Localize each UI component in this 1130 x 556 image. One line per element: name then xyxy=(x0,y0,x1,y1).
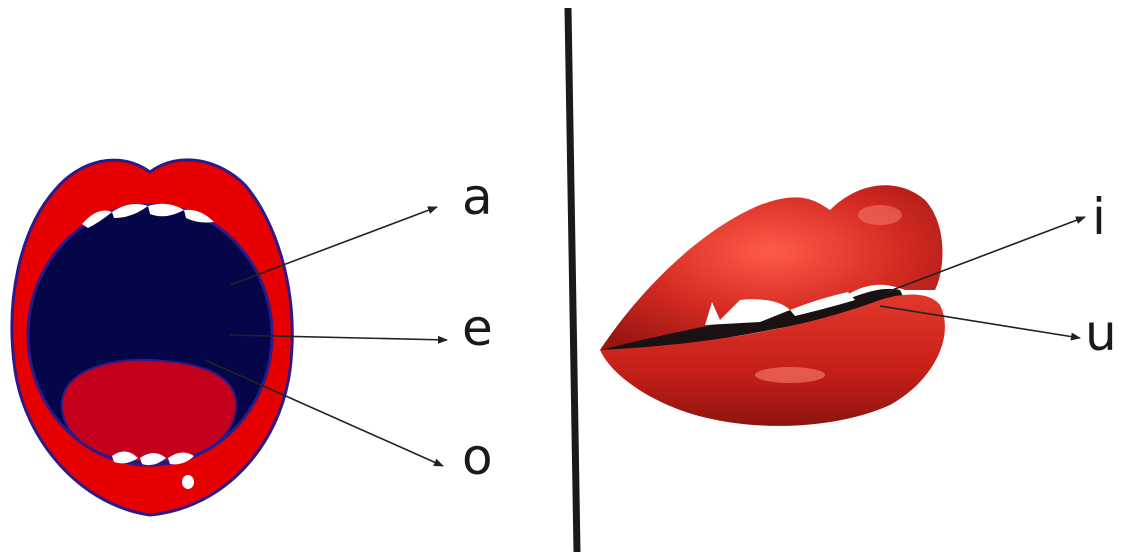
label-i: i xyxy=(1092,192,1106,242)
lip-highlight xyxy=(182,475,194,489)
closed-lips-icon xyxy=(600,185,945,426)
lower-lip-shine xyxy=(755,367,825,383)
label-a: a xyxy=(462,172,493,222)
lower-teeth xyxy=(112,451,194,465)
label-u: u xyxy=(1085,308,1117,358)
tongue xyxy=(62,360,236,462)
label-o: o xyxy=(462,432,493,482)
label-e: e xyxy=(462,303,493,353)
center-divider xyxy=(568,8,577,552)
upper-lip-shine xyxy=(858,205,902,225)
open-mouth-icon xyxy=(12,160,292,515)
